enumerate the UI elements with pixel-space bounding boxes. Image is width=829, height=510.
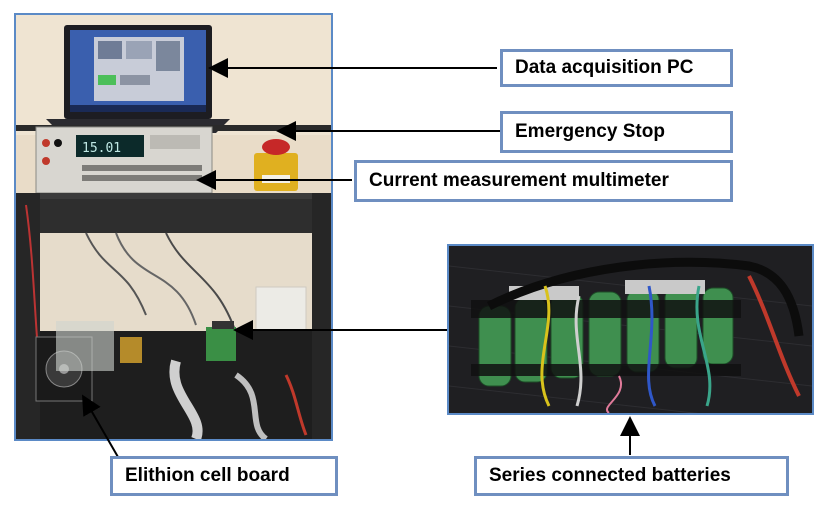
label-emergency-stop: Emergency Stop <box>500 111 733 153</box>
arrow-elithion-cell-board <box>82 394 119 458</box>
multimeter-display: 15.01 <box>82 141 121 156</box>
label-series-connected-batteries: Series connected batteries <box>474 456 789 496</box>
label-data-acquisition-pc: Data acquisition PC <box>500 49 733 87</box>
label-elithion-cell-board: Elithion cell board <box>110 456 338 496</box>
battery-pack-photo <box>447 244 814 415</box>
lab-setup-illustration: 15.01 <box>16 15 331 439</box>
battery-pack-illustration <box>449 246 812 413</box>
label-current-measurement-multimeter: Current measurement multimeter <box>354 160 733 202</box>
lab-setup-photo: 15.01 <box>14 13 333 441</box>
